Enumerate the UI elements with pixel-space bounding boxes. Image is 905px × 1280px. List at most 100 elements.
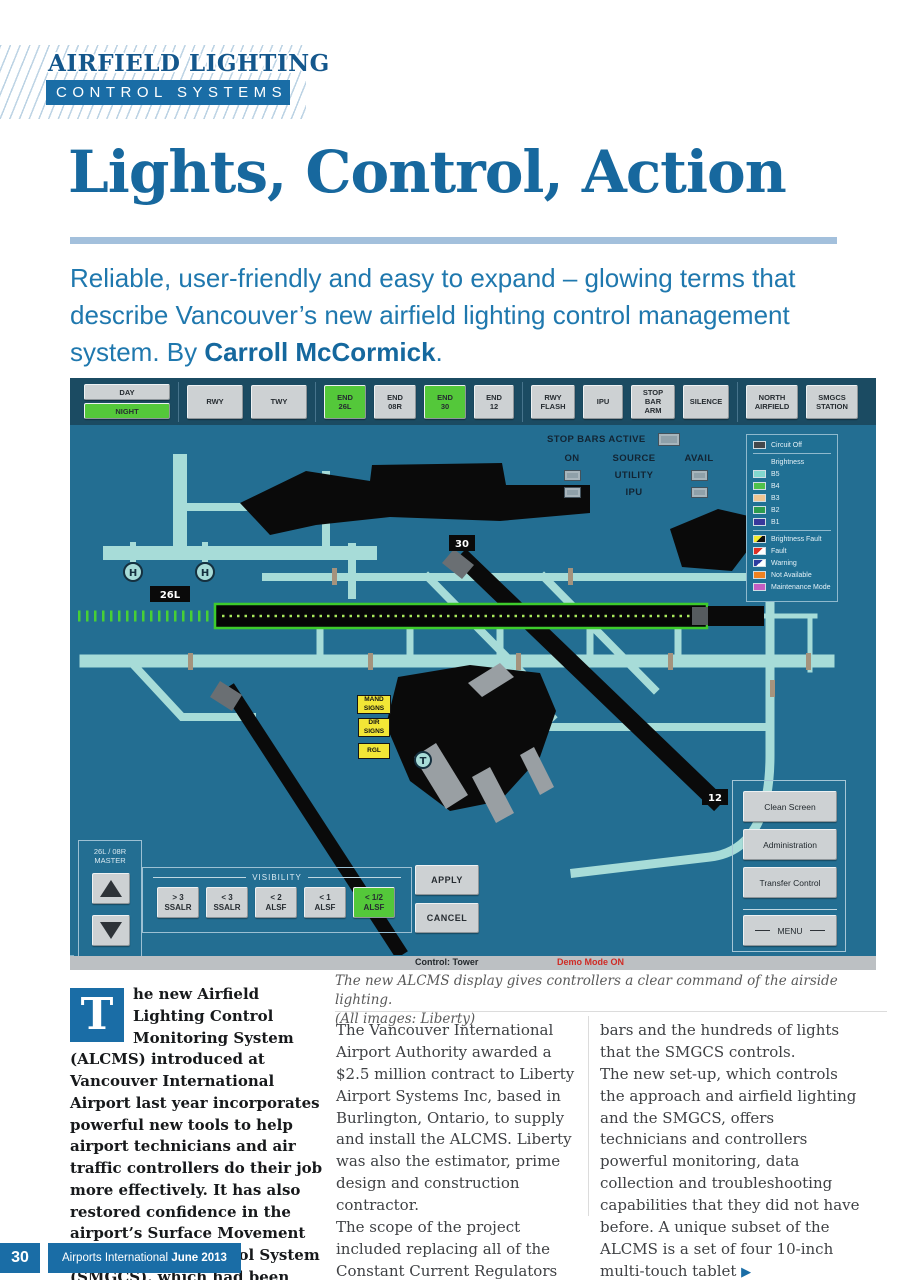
column-divider [588, 1016, 589, 1216]
taxiway-tick-marks [188, 568, 811, 697]
visibility-lt3-ssalr-button[interactable]: < 3 SSALR [206, 887, 248, 918]
ipu-button[interactable]: IPU [583, 384, 623, 419]
menu-button[interactable]: MENU [743, 915, 837, 946]
dropcap: T [70, 988, 124, 1042]
topbar-separator [178, 381, 179, 422]
alcms-screenshot: DAY NIGHT RWY TWY END 26L END 08R END 30… [70, 378, 876, 970]
end-30-button[interactable]: END 30 [424, 384, 466, 419]
warning-swatch [753, 559, 766, 567]
clean-screen-button[interactable]: Clean Screen [743, 791, 837, 822]
legend-label: Maintenance Mode [771, 583, 831, 591]
control-station-status: Control: Tower [415, 957, 479, 967]
caption-text: The new ALCMS display gives controllers … [335, 973, 838, 1008]
terminal-letter: T [420, 756, 427, 767]
stop-bars-title: STOP BARS ACTIVE [547, 434, 646, 445]
body-paragraph: bars and the hundreds of lights that the… [600, 1021, 840, 1061]
b3-swatch [753, 494, 766, 502]
dir-signs-button[interactable]: DIR SIGNS [358, 718, 390, 737]
badge-line1: AIRFIELD LIGHTING [48, 50, 330, 77]
alcms-topbar: DAY NIGHT RWY TWY END 26L END 08R END 30… [70, 378, 876, 425]
visibility-lt2-alsf-button[interactable]: < 2 ALSF [255, 887, 297, 918]
visibility-panel: VISIBILITY > 3 SSALR < 3 SSALR < 2 ALSF … [142, 867, 412, 933]
fault-swatch [753, 547, 766, 555]
column-top-rule [335, 1011, 887, 1012]
administration-button[interactable]: Administration [743, 829, 837, 860]
rwy-button[interactable]: RWY [187, 384, 243, 419]
helipad-letter: H [129, 568, 137, 579]
legend-label: B2 [771, 506, 780, 514]
terminal-icon [414, 751, 432, 769]
north-airfield-button[interactable]: NORTH AIRFIELD [746, 384, 798, 419]
demo-mode-status: Demo Mode ON [557, 957, 625, 967]
visibility-lt-half-alsf-button[interactable]: < 1/2 ALSF [353, 887, 395, 918]
body-paragraph: The new set-up, which controls the appro… [600, 1064, 860, 1280]
title-rule [70, 237, 837, 244]
runway-26l-label: 26L [160, 590, 181, 601]
legend-label: Fault [771, 547, 787, 555]
smgcs-station-button[interactable]: SMGCS STATION [806, 384, 858, 419]
legend-label: Brightness Fault [771, 535, 822, 543]
page-title: Lights, Control, Action [68, 138, 787, 206]
helipad-icon [195, 562, 215, 582]
north-buildings [240, 463, 590, 535]
ipu-avail-indicator [690, 487, 708, 498]
brightness-up-button[interactable] [92, 873, 130, 904]
arrow-down-icon [100, 922, 122, 939]
helipad-icon [123, 562, 143, 582]
twy-button[interactable]: TWY [251, 384, 307, 419]
utility-on-indicator [563, 470, 581, 481]
night-button[interactable]: NIGHT [84, 403, 170, 419]
visibility-gt3-ssalr-button[interactable]: > 3 SSALR [157, 887, 199, 918]
taxiway-network [79, 454, 835, 878]
transfer-control-button[interactable]: Transfer Control [743, 867, 837, 898]
legend-label: B1 [771, 518, 780, 526]
runway-30-label: 30 [455, 539, 469, 550]
source-column-header: SOURCE [612, 453, 656, 464]
master-brightness-panel: 26L / 08R MASTER [78, 840, 142, 960]
end-12-button[interactable]: END 12 [474, 384, 514, 419]
publication-footer: Airports International June 2013 [48, 1243, 241, 1273]
brightness-down-button[interactable] [92, 915, 130, 946]
visibility-title: VISIBILITY [153, 873, 401, 882]
body-paragraph: The scope of the project included replac… [336, 1218, 558, 1280]
b5-swatch [753, 470, 766, 478]
rgl-button[interactable]: RGL [358, 743, 390, 759]
cancel-button[interactable]: CANCEL [415, 903, 479, 933]
ipu-on-indicator [563, 487, 581, 498]
panel-divider [743, 909, 837, 910]
rwy-flash-button[interactable]: RWY FLASH [531, 384, 575, 419]
status-bar: Control: Tower Demo Mode ON [70, 956, 876, 970]
apply-button[interactable]: APPLY [415, 865, 479, 895]
mand-signs-button[interactable]: MAND SIGNS [357, 695, 391, 714]
end-08r-button[interactable]: END 08R [374, 384, 416, 419]
legend-divider [753, 453, 831, 454]
utility-label: UTILITY [614, 470, 654, 481]
body-paragraph: The Vancouver International Airport Auth… [336, 1021, 575, 1215]
topbar-separator [315, 381, 316, 422]
silence-button[interactable]: SILENCE [683, 384, 729, 419]
publication-name: Airports International [62, 1252, 172, 1264]
northeast-buildings [670, 509, 770, 571]
topbar-separator [737, 381, 738, 422]
map-legend: Circuit Off Brightness B5 B4 B3 B2 B1 Br… [746, 434, 838, 602]
visibility-lt1-alsf-button[interactable]: < 1 ALSF [304, 887, 346, 918]
runway-12-label: 12 [708, 793, 722, 804]
helipad-letter: H [201, 568, 209, 579]
day-button[interactable]: DAY [84, 384, 170, 400]
brightness-fault-swatch [753, 535, 766, 543]
on-column-header: ON [564, 453, 580, 464]
page-number: 30 [0, 1243, 40, 1273]
master-label: 26L / 08R MASTER [93, 847, 127, 865]
caption-credit: (All images: Liberty) [335, 1010, 476, 1027]
avail-column-header: AVAIL [684, 453, 714, 464]
system-panel: Clean Screen Administration Transfer Con… [732, 780, 846, 952]
b2-swatch [753, 506, 766, 514]
legend-label: B5 [771, 470, 780, 478]
legend-label: Not Available [771, 571, 812, 579]
legend-divider [753, 530, 831, 531]
brightness-header: Brightness [771, 458, 805, 466]
b1-swatch [753, 518, 766, 526]
end-26l-button[interactable]: END 26L [324, 384, 366, 419]
stop-bar-arm-button[interactable]: STOP BAR ARM [631, 384, 675, 419]
